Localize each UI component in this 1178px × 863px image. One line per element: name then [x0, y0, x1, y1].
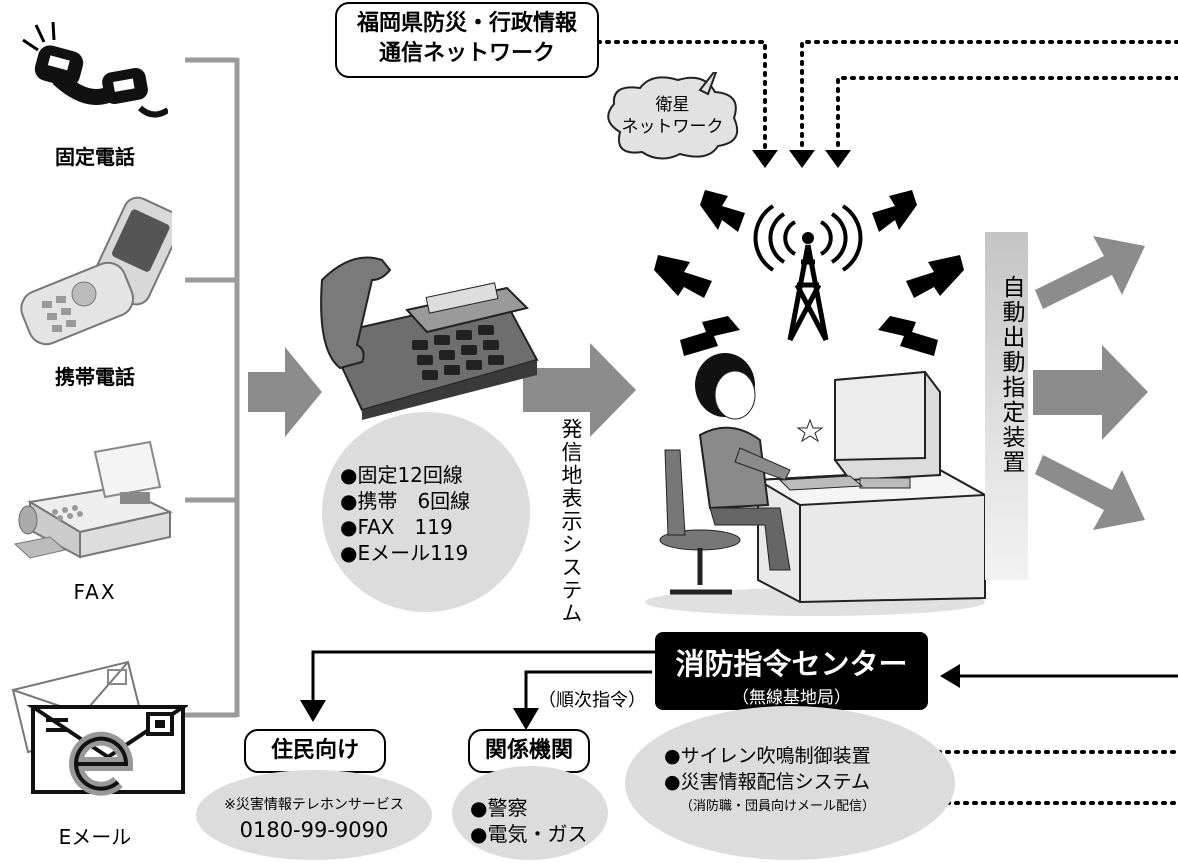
- reception-line: ●携帯 6回線: [340, 489, 471, 513]
- agency-item: ●電気・ガス: [470, 822, 588, 846]
- dispatch-arrow-up: [1035, 236, 1145, 309]
- auto-dispatch-label: 自動出動指定装置: [998, 275, 1024, 475]
- radio-tower: [787, 244, 829, 342]
- residents-label: 住民向け: [270, 738, 359, 763]
- satellite-cloud: 衛星 ネットワーク: [600, 66, 745, 162]
- reception-line: ●Eメール119: [340, 541, 469, 565]
- mobile-phone-icon: [12, 196, 182, 346]
- center-systems-ellipse: [625, 706, 955, 860]
- email-icon: [8, 652, 190, 802]
- disaster-info-system-label: ●災害情報配信システム: [664, 771, 871, 793]
- network-dotted-lines: [596, 40, 1178, 805]
- dispatch-arrow-down: [1035, 455, 1145, 530]
- residents-ellipse: [196, 770, 432, 860]
- operator-illustration: [640, 330, 990, 620]
- staff-mail-note: （消防職・団員向けメール配信）: [680, 799, 876, 814]
- email-label: Eメール: [58, 825, 132, 849]
- lightning-icons: [654, 190, 964, 356]
- prefectural-network-box: 福岡県防災・行政情報 通信ネットワーク: [335, 2, 599, 78]
- caller-location-system-label: 発信地表示システム: [559, 418, 583, 625]
- arrow-to-phone: [248, 347, 322, 437]
- reception-lines: ●固定12回線 ●携帯 6回線 ●FAX 119 ●Eメール119: [340, 462, 530, 566]
- command-lines: [311, 650, 1178, 708]
- reception-ellipse: [322, 412, 530, 612]
- desk-phone-icon: [312, 250, 542, 420]
- fax-icon: [10, 432, 180, 572]
- siren-control-label: ●サイレン吹鳴制御装置: [664, 745, 871, 767]
- auto-dispatch-bar: [985, 232, 1028, 580]
- command-arrowheads: [300, 664, 960, 730]
- dispatch-arrow-mid: [1033, 345, 1148, 440]
- sequential-command-label: （順次指令）: [538, 690, 646, 711]
- satellite-line2: ネットワーク: [621, 117, 724, 137]
- network-arrowheads: [752, 150, 851, 168]
- residents-box: 住民向け: [244, 729, 386, 773]
- agencies-ellipse: [452, 766, 608, 860]
- command-center-box: 消防指令センター （無線基地局）: [655, 632, 928, 710]
- prefectural-network-line1: 福岡県防災・行政情報: [356, 11, 577, 36]
- fixed-phone-icon: [18, 20, 170, 130]
- command-center-title: 消防指令センター: [675, 647, 908, 681]
- telephone-service-number: 0180-99-9090: [239, 818, 389, 842]
- radio-waves-icon: [753, 204, 863, 272]
- reception-line: ●固定12回線: [340, 463, 463, 487]
- tower-top-icon: [802, 232, 814, 244]
- agency-item: ●警察: [470, 796, 528, 820]
- satellite-line1: 衛星: [655, 95, 690, 115]
- reception-line: ●FAX 119: [340, 515, 453, 539]
- telephone-service-note: ※災害情報テレホンサービス: [224, 797, 404, 813]
- fax-label: FAX: [73, 580, 117, 604]
- arrow-to-operator: [523, 343, 636, 437]
- device-bracket: [185, 57, 240, 718]
- agencies-label: 関係機関: [484, 738, 573, 763]
- fixed-phone-label: 固定電話: [55, 145, 135, 169]
- mobile-phone-label: 携帯電話: [55, 365, 135, 389]
- agencies-box: 関係機関: [468, 729, 590, 773]
- prefectural-network-line2: 通信ネットワーク: [378, 41, 555, 66]
- command-center-subtitle: （無線基地局）: [732, 688, 851, 708]
